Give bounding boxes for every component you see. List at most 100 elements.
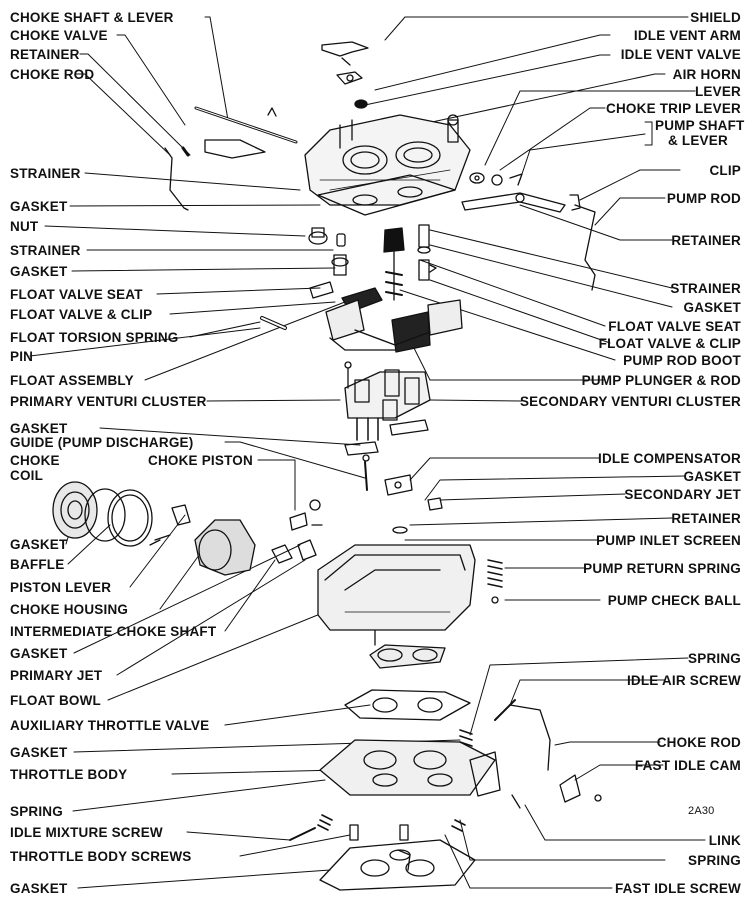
- choke-shaft-part: [194, 106, 298, 144]
- auxiliary-throttle-valve-part: [369, 644, 446, 669]
- label-air-horn: AIR HORN: [672, 67, 741, 82]
- label-idle-compensator: IDLE COMPENSATOR: [598, 451, 741, 466]
- label-float-valve-clip-left: FLOAT VALVE & CLIP: [10, 307, 153, 322]
- float-assembly-part: [325, 287, 463, 353]
- label-gasket-intermediate: GASKET: [10, 646, 68, 661]
- label-choke-piston: CHOKE PISTON: [148, 453, 253, 468]
- label-shield: SHIELD: [690, 10, 741, 25]
- throttle-gasket-part: [344, 689, 471, 721]
- label-choke-rod-right: CHOKE ROD: [656, 735, 741, 750]
- gasket-part-left: [331, 254, 349, 276]
- label-pump-inlet-screen: PUMP INLET SCREEN: [596, 533, 741, 548]
- label-pump-rod: PUMP ROD: [666, 191, 741, 206]
- label-baffle: BAFFLE: [10, 557, 65, 572]
- label-nut: NUT: [10, 219, 39, 234]
- choke-rod-part: [164, 147, 189, 211]
- link-part: [511, 794, 521, 809]
- choke-housing-part: [194, 519, 256, 576]
- label-primary-jet: PRIMARY JET: [10, 668, 103, 683]
- label-idle-mixture-screw: IDLE MIXTURE SCREW: [10, 825, 163, 840]
- label-intermediate-choke-shaft: INTERMEDIATE CHOKE SHAFT: [10, 624, 217, 639]
- pump-shaft-lever-part: [461, 192, 566, 213]
- label-coil: COIL: [10, 468, 44, 483]
- bottom-gasket-part: [319, 839, 476, 891]
- float-valve-seat-left-part: [309, 281, 334, 299]
- choke-trip-lever-part: [491, 173, 523, 186]
- float-bowl-part: [317, 544, 476, 646]
- nut-part: [308, 227, 328, 245]
- label-retainer-left: RETAINER: [10, 47, 80, 62]
- label-guide-pump-discharge: GUIDE (PUMP DISCHARGE): [10, 435, 194, 450]
- intermediate-choke-shaft-part: [271, 539, 317, 564]
- label-idle-air-screw: IDLE AIR SCREW: [626, 673, 741, 688]
- label-pump-shaft: PUMP SHAFT: [655, 118, 745, 133]
- strainer-part-left: [336, 233, 346, 247]
- label-spring-left: SPRING: [10, 804, 63, 819]
- label-choke-housing: CHOKE HOUSING: [10, 602, 129, 617]
- label-spring-right-bottom: SPRING: [688, 853, 741, 868]
- label-choke-trip-lever: CHOKE TRIP LEVER: [606, 101, 741, 116]
- float-valve-clip-right-part: [418, 259, 437, 281]
- label-fast-idle-screw: FAST IDLE SCREW: [614, 881, 741, 896]
- label-throttle-body: THROTTLE BODY: [10, 767, 128, 782]
- label-secondary-venturi-cluster: SECONDARY VENTURI CLUSTER: [519, 394, 741, 409]
- float-valve-seat-right-part: [417, 224, 431, 254]
- leader-lines-left: [29, 16, 461, 889]
- choke-gasket-part: [84, 488, 126, 542]
- label-retainer-right: RETAINER: [671, 233, 741, 248]
- idle-compensator-part: [384, 474, 413, 496]
- label-float-valve-clip-right: FLOAT VALVE & CLIP: [598, 336, 741, 351]
- label-lever: LEVER: [694, 84, 741, 99]
- label-strainer-right: STRAINER: [670, 281, 741, 296]
- air-horn-part: [304, 114, 471, 206]
- choke-valve-part: [204, 139, 266, 159]
- lever-part: [469, 172, 485, 184]
- label-piston-lever: PISTON LEVER: [10, 580, 112, 595]
- label-float-bowl: FLOAT BOWL: [10, 693, 101, 708]
- pump-plunger-part: [383, 227, 405, 301]
- throttle-body-part: [319, 739, 501, 797]
- venturi-gasket-part: [344, 419, 429, 456]
- secondary-jet-part: [427, 497, 443, 511]
- label-strainer-left: STRAINER: [10, 243, 81, 258]
- idle-air-screw-part: [494, 699, 516, 721]
- shield-part: [321, 41, 369, 66]
- throttle-spring-part: [459, 729, 473, 747]
- label-choke-valve: CHOKE VALVE: [10, 28, 108, 43]
- label-gasket-left: GASKET: [10, 264, 68, 279]
- label-pump-return-spring: PUMP RETURN SPRING: [583, 561, 741, 576]
- label-fast-idle-cam: FAST IDLE CAM: [634, 758, 741, 773]
- retainer-part: [181, 146, 190, 157]
- label-link: LINK: [708, 833, 741, 848]
- label-choke: CHOKE: [10, 453, 60, 468]
- choke-rod-lower-part: [509, 704, 551, 771]
- choke-piston-part: [289, 499, 323, 531]
- fast-idle-screw-part: [451, 819, 466, 832]
- label-clip: CLIP: [709, 163, 741, 178]
- pin-part: [260, 316, 287, 330]
- label-float-valve-seat-right: FLOAT VALVE SEAT: [608, 319, 741, 334]
- air-horn-gasket-part: [317, 174, 456, 216]
- idle-vent-arm-part: [336, 71, 363, 85]
- label-gasket-venturi: GASKET: [10, 421, 68, 436]
- clip-part: [569, 194, 581, 211]
- label-choke-shaft-lever: CHOKE SHAFT & LEVER: [10, 10, 174, 25]
- leader-lines-right: [364, 16, 706, 889]
- label-idle-vent-valve: IDLE VENT VALVE: [620, 47, 741, 62]
- label-pump-shaft-lever: & LEVER: [668, 133, 728, 148]
- label-primary-venturi-cluster: PRIMARY VENTURI CLUSTER: [10, 394, 207, 409]
- pump-check-ball-part: [491, 596, 499, 604]
- idle-mixture-screw-part: [289, 827, 316, 841]
- label-retainer-jet: RETAINER: [671, 511, 741, 526]
- label-gasket-right: GASKET: [683, 300, 741, 315]
- label-gasket-left-top: GASKET: [10, 199, 68, 214]
- pump-discharge-guide-part: [362, 454, 370, 491]
- piston-lever-part: [149, 504, 191, 546]
- diagram-code: 2A30: [688, 805, 715, 817]
- venturi-cluster-part: [344, 361, 431, 441]
- label-float-assembly: FLOAT ASSEMBLY: [10, 373, 134, 388]
- fast-idle-cam-part: [559, 774, 602, 803]
- pump-inlet-screen-part: [392, 526, 408, 534]
